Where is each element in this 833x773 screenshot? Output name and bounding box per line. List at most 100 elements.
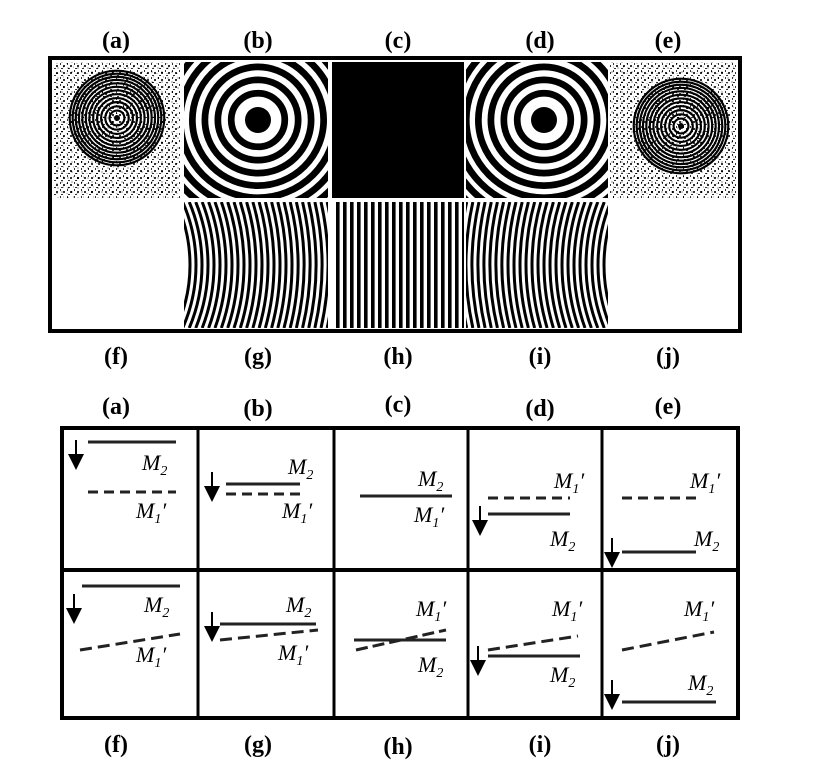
mirror-label-g: (g) bbox=[244, 732, 272, 758]
fringe-g-arcs bbox=[184, 202, 328, 328]
mirror-label-h: (h) bbox=[383, 734, 412, 760]
fringe-line bbox=[371, 202, 375, 328]
mirror-m1-label: M1′ bbox=[689, 468, 721, 497]
fringe-line bbox=[434, 202, 438, 328]
fringe-ring bbox=[88, 89, 146, 147]
fringe-arc bbox=[319, 202, 328, 328]
fringe-arc bbox=[590, 202, 606, 328]
fringe-ring bbox=[189, 62, 327, 189]
fringe-i bbox=[466, 202, 608, 328]
mirror-m1-label: M1′ bbox=[415, 596, 447, 625]
fringe-ring bbox=[68, 69, 166, 167]
fringe-line bbox=[336, 202, 340, 328]
fringe-arc bbox=[245, 202, 258, 328]
mirror-m2-label: M2 bbox=[285, 592, 311, 621]
fringe-h-lines bbox=[336, 202, 464, 328]
fringe-line bbox=[399, 202, 403, 328]
fringe-ring bbox=[645, 90, 717, 162]
fringe-line bbox=[448, 202, 452, 328]
mirror-m2-label: M2 bbox=[549, 526, 575, 555]
fringe-line bbox=[427, 202, 431, 328]
fringe-arc bbox=[207, 202, 222, 328]
fringe-arc bbox=[572, 202, 587, 328]
mirror-m2-label: M2 bbox=[417, 466, 443, 495]
fringe-ring bbox=[487, 63, 601, 177]
mirror-panel-a: M2 M1′ bbox=[68, 440, 176, 527]
fringe-ring bbox=[84, 85, 150, 151]
fringe-arc bbox=[184, 202, 198, 328]
fringe-g bbox=[184, 202, 328, 328]
fringe-arc bbox=[578, 202, 593, 328]
fringe-e bbox=[610, 62, 736, 198]
fringe-ring bbox=[77, 78, 157, 158]
fringe-arc bbox=[530, 202, 543, 328]
fringe-line bbox=[364, 202, 368, 328]
fringe-ring bbox=[466, 62, 608, 198]
fringe-arc bbox=[213, 202, 228, 328]
fringe-arc bbox=[584, 202, 600, 328]
fringe-arc bbox=[184, 218, 192, 312]
mirror-m1-label: M1′ bbox=[135, 642, 167, 671]
fringe-arc bbox=[200, 202, 216, 328]
fringe-arc bbox=[270, 202, 282, 328]
fringe-arc bbox=[301, 202, 312, 328]
mirror-label-a: (a) bbox=[102, 394, 130, 420]
mirror-label-f: (f) bbox=[104, 732, 128, 758]
top-labels-row: (a) (b) (c) (d) (e) bbox=[102, 28, 681, 54]
top-label-h: (h) bbox=[383, 344, 412, 370]
fringe-arc bbox=[560, 202, 574, 328]
fringe-ring bbox=[638, 83, 724, 169]
mirror-m1-line bbox=[219, 628, 319, 642]
fringe-ring bbox=[227, 89, 289, 151]
fringe-ring bbox=[100, 101, 134, 135]
fringe-arc bbox=[251, 202, 264, 328]
mirror-m2-label: M2 bbox=[687, 670, 713, 699]
fringe-arc bbox=[466, 202, 475, 328]
mirror-m1-line bbox=[487, 634, 579, 652]
fringe-arc bbox=[187, 202, 204, 328]
mirror-m2-label: M2 bbox=[143, 592, 169, 621]
mirror-m2-label: M2 bbox=[287, 454, 313, 483]
fringe-ring bbox=[652, 97, 710, 155]
mirror-panel-h: M1′ M2 bbox=[354, 596, 447, 681]
mirror-m2-label: M2 bbox=[417, 652, 443, 681]
fringe-line bbox=[357, 202, 361, 328]
fringe-d bbox=[466, 62, 608, 198]
fringe-arc bbox=[536, 202, 549, 328]
fringe-line bbox=[462, 202, 464, 328]
fringe-line bbox=[441, 202, 445, 328]
top-label-a: (a) bbox=[102, 28, 130, 54]
fringe-arc bbox=[257, 202, 270, 328]
fringe-ring bbox=[513, 89, 575, 151]
top-label-j: (j) bbox=[656, 344, 680, 370]
top-label-i: (i) bbox=[529, 344, 552, 370]
fringe-ring bbox=[71, 72, 163, 164]
fringe-line bbox=[413, 202, 417, 328]
fringe-ring bbox=[500, 76, 588, 164]
fringe-b-rings bbox=[184, 62, 328, 198]
fringe-arc bbox=[232, 202, 246, 328]
top-label-d: (d) bbox=[525, 28, 554, 54]
fringe-arc bbox=[494, 202, 506, 328]
fringe-arc bbox=[238, 202, 252, 328]
mirror-m2-label: M2 bbox=[693, 526, 719, 555]
mirror-panel-d: M1′ M2 bbox=[472, 468, 585, 555]
mirror-label-b: (b) bbox=[243, 396, 272, 422]
mirror-panel-c: M2 M1′ bbox=[360, 466, 452, 531]
mirror-m1-label: M1′ bbox=[683, 596, 715, 625]
mirror-label-e: (e) bbox=[655, 394, 682, 420]
top-label-g: (g) bbox=[244, 344, 272, 370]
top-label-e: (e) bbox=[655, 28, 682, 54]
fringe-arc bbox=[307, 202, 318, 328]
mirror-m1-line bbox=[621, 630, 715, 652]
fringe-line bbox=[350, 202, 354, 328]
top-label-c: (c) bbox=[385, 28, 412, 54]
fringe-line bbox=[385, 202, 389, 328]
fringe-arc bbox=[282, 202, 294, 328]
fringe-arc bbox=[288, 202, 300, 328]
mirror-m1-label: M1′ bbox=[277, 640, 309, 669]
mirror-m2-label: M2 bbox=[141, 450, 167, 479]
mirror-panel-frame bbox=[60, 426, 740, 720]
fringe-arc bbox=[263, 202, 276, 328]
fringe-line bbox=[420, 202, 424, 328]
